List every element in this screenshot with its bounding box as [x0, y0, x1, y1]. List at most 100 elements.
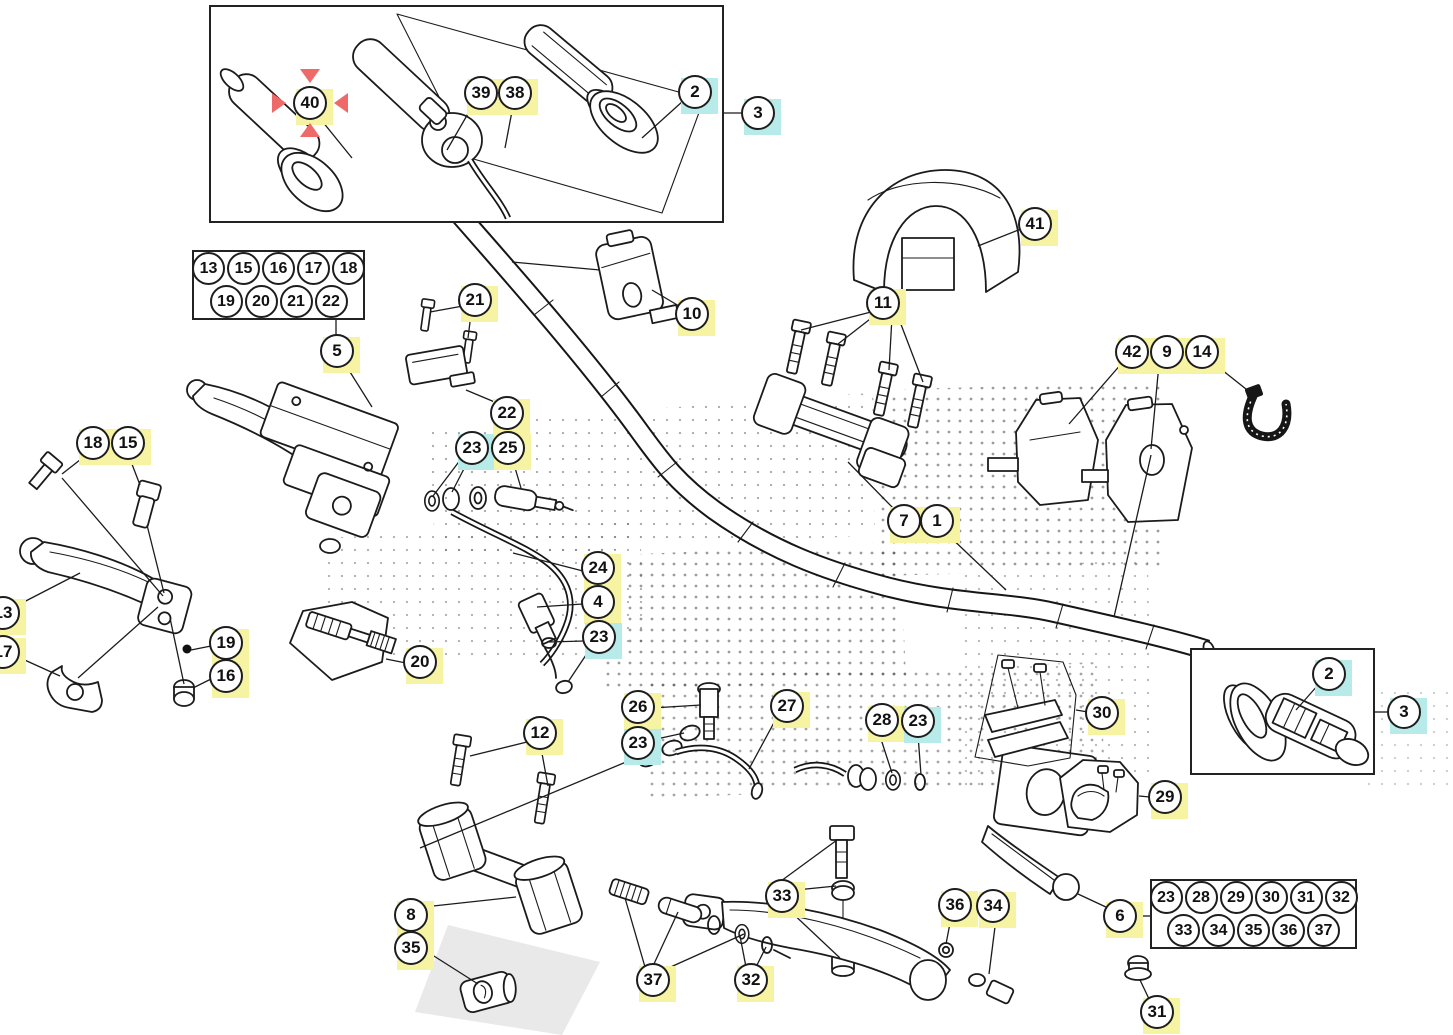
callout-28[interactable]: 28: [865, 703, 905, 742]
callout-8[interactable]: 8: [394, 898, 434, 937]
clutch-cable: [450, 509, 574, 695]
grid-number-13[interactable]: 13: [192, 252, 225, 285]
fasteners-36-34-31: [938, 942, 1152, 1005]
callout-2[interactable]: 2: [1312, 657, 1352, 696]
callout-35[interactable]: 35: [394, 931, 434, 970]
callout-number: 17: [0, 635, 20, 669]
grid-number-28[interactable]: 28: [1184, 881, 1218, 914]
callout-10[interactable]: 10: [675, 297, 715, 336]
grid-number-21[interactable]: 21: [279, 285, 313, 318]
callout-number: 24: [581, 551, 615, 585]
grid-number-34[interactable]: 34: [1202, 914, 1235, 947]
callout-41[interactable]: 41: [1018, 207, 1058, 246]
callout-18[interactable]: 18: [76, 426, 116, 465]
callout-number: 21: [458, 283, 492, 317]
callout-34[interactable]: 34: [976, 889, 1016, 928]
callout-11[interactable]: 11: [866, 286, 906, 325]
callout-21[interactable]: 21: [458, 283, 498, 322]
grid-number-29[interactable]: 29: [1219, 881, 1253, 914]
handlebar-pad: [852, 169, 1021, 293]
clutch-lever-assembly: [186, 379, 399, 554]
callout-40[interactable]: 40: [272, 69, 348, 137]
callout-38[interactable]: 38: [498, 76, 538, 115]
callout-5[interactable]: 5: [320, 334, 360, 373]
callout-31[interactable]: 31: [1140, 995, 1180, 1034]
callout-3[interactable]: 3: [741, 96, 781, 135]
grid-number-30[interactable]: 30: [1254, 881, 1288, 914]
switch-housing-42: [987, 391, 1099, 506]
callout-number: 22: [490, 396, 524, 430]
callout-27[interactable]: 27: [770, 689, 810, 728]
callout-29[interactable]: 29: [1148, 780, 1188, 819]
grid-number-18[interactable]: 18: [332, 252, 365, 285]
callout-number: 42: [1115, 335, 1149, 369]
banjo-bolt: [638, 682, 721, 768]
callout-1[interactable]: 1: [920, 504, 960, 543]
callout-20[interactable]: 20: [403, 645, 443, 684]
callout-number: 39: [464, 76, 498, 110]
grid-number-37[interactable]: 37: [1307, 914, 1340, 947]
callout-13[interactable]: 13: [0, 596, 26, 635]
pivot-bolt-33: [829, 825, 855, 977]
grid-number-16[interactable]: 16: [262, 252, 295, 285]
callout-7[interactable]: 7: [887, 504, 927, 543]
grid-number-19[interactable]: 19: [209, 285, 243, 318]
hex-30-clamps: [974, 654, 1077, 767]
callout-23[interactable]: 23: [582, 620, 622, 659]
grid-number-23[interactable]: 23: [1149, 881, 1183, 914]
callout-15[interactable]: 15: [111, 426, 151, 465]
callout-30[interactable]: 30: [1085, 696, 1125, 735]
grid-number-17[interactable]: 17: [297, 252, 330, 285]
callout-22[interactable]: 22: [490, 396, 530, 435]
callout-number: 9: [1150, 335, 1184, 369]
pivot-hardware: [423, 485, 574, 512]
adjuster-37: [608, 878, 791, 959]
lever-13-hardware: [28, 451, 195, 713]
kill-switch: [595, 229, 680, 325]
top-clamp: [752, 373, 910, 489]
callout-23[interactable]: 23: [621, 726, 661, 765]
callout-12[interactable]: 12: [523, 716, 563, 755]
callout-2[interactable]: 2: [678, 75, 718, 114]
grid-number-32[interactable]: 32: [1324, 881, 1358, 914]
grid-number-33[interactable]: 33: [1167, 914, 1200, 947]
callout-23[interactable]: 23: [901, 704, 941, 743]
callout-39[interactable]: 39: [464, 76, 504, 115]
callout-32[interactable]: 32: [734, 963, 774, 1002]
callout-19[interactable]: 19: [209, 626, 249, 665]
grid-number-22[interactable]: 22: [314, 285, 348, 318]
hex-29-clamp: [1059, 759, 1139, 833]
callout-36[interactable]: 36: [938, 888, 978, 927]
callout-6[interactable]: 6: [1103, 899, 1143, 938]
callout-17[interactable]: 17: [0, 635, 26, 674]
grid-number-36[interactable]: 36: [1272, 914, 1305, 947]
callout-24[interactable]: 24: [581, 551, 621, 590]
callout-number: 23: [455, 431, 489, 465]
callout-16[interactable]: 16: [209, 659, 249, 698]
grid-number-15[interactable]: 15: [227, 252, 260, 285]
callout-25[interactable]: 25: [491, 431, 531, 470]
callout-37[interactable]: 37: [636, 963, 676, 1002]
callout-26[interactable]: 26: [621, 690, 661, 729]
callout-14[interactable]: 14: [1185, 335, 1225, 374]
grid-number-35[interactable]: 35: [1237, 914, 1270, 947]
grid-number-31[interactable]: 31: [1289, 881, 1323, 914]
callout-number: 38: [498, 76, 532, 110]
callout-number: 27: [770, 689, 804, 723]
callout-number: 23: [582, 620, 616, 654]
callout-3[interactable]: 3: [1387, 695, 1427, 734]
callout-33[interactable]: 33: [765, 879, 805, 918]
callout-number: 4: [581, 585, 615, 619]
callout-42[interactable]: 42: [1115, 335, 1155, 374]
callout-23[interactable]: 23: [455, 431, 495, 470]
callout-number: 33: [765, 879, 799, 913]
callout-9[interactable]: 9: [1150, 335, 1190, 374]
callout-number: 29: [1148, 780, 1182, 814]
selection-arrow-r: [334, 93, 348, 113]
grid-number-20[interactable]: 20: [244, 285, 278, 318]
cable-guide: [1242, 384, 1292, 442]
callout-4[interactable]: 4: [581, 585, 621, 624]
